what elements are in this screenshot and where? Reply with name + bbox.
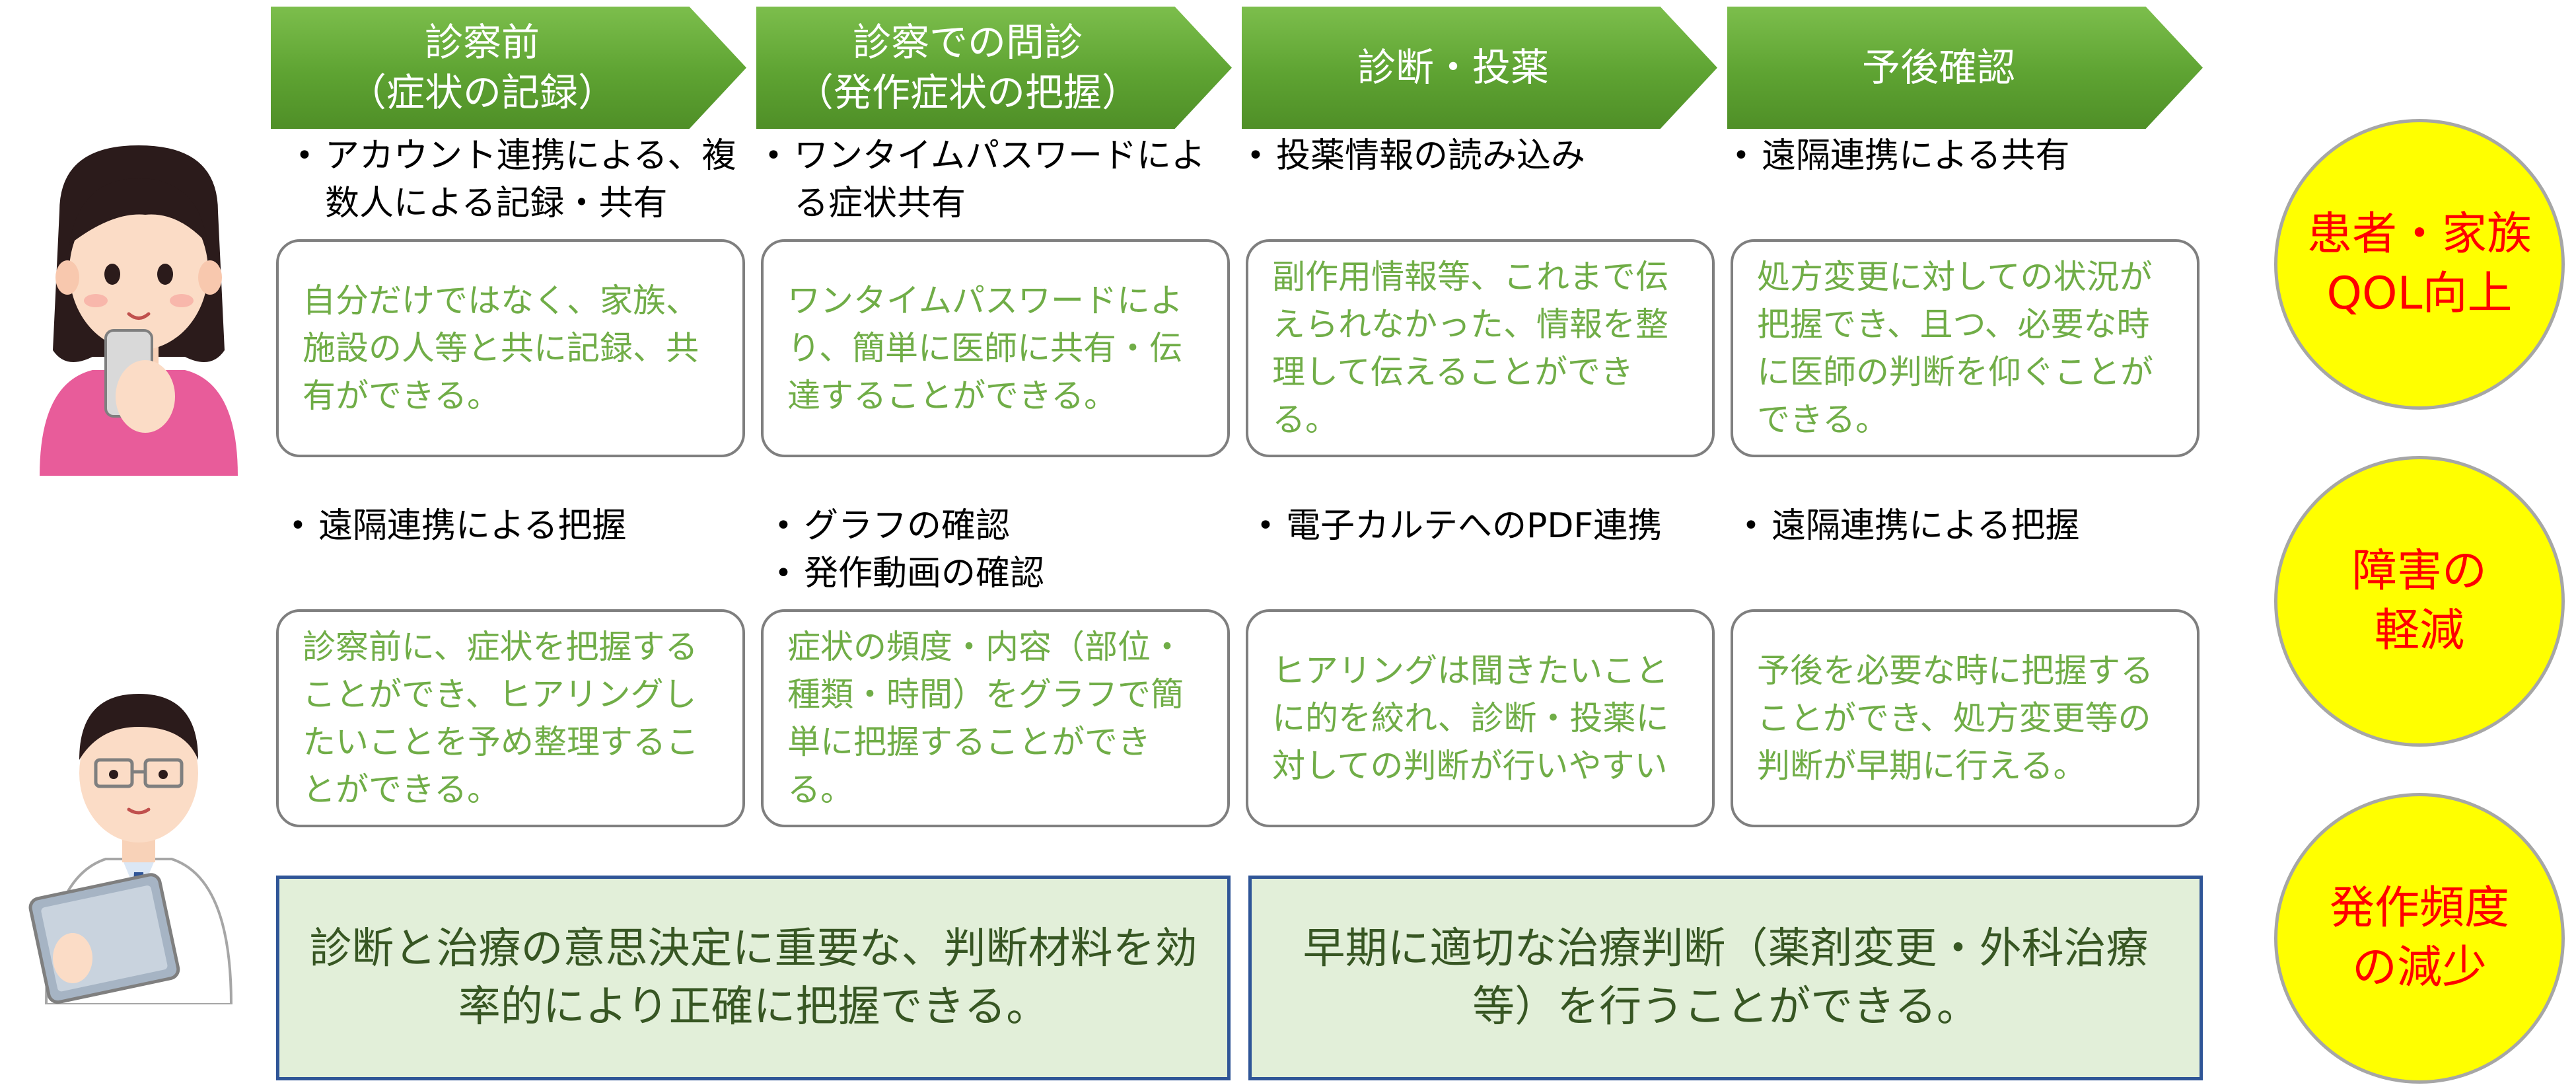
outcome-circle-qol: 患者・家族 QOL向上: [2274, 119, 2565, 410]
patient-bullet-2: ワンタイムパスワードによる症状共有: [760, 132, 1222, 227]
doctor-benefit-box-2: 症状の頻度・内容（部位・種類・時間）をグラフで簡単に把握することができる。: [761, 609, 1230, 827]
outcome-line2: の減少: [2351, 942, 2487, 994]
phase-title: 予後確認: [1861, 44, 2015, 90]
outcome-line1: 発作頻度: [2329, 882, 2509, 934]
phase-title: 診察前: [424, 20, 540, 65]
outcome-line2: 軽減: [2374, 605, 2464, 657]
phase-diagnosis-medication: 診断・投薬: [1242, 7, 1717, 129]
outcome-line2: QOL向上: [2326, 268, 2513, 320]
outcome-line1: 患者・家族: [2307, 208, 2532, 260]
patient-bullet-4: 遠隔連携による共有: [1727, 132, 2203, 180]
doctor-with-tablet-illustration-icon: [28, 694, 233, 1004]
doctor-bullet-3: 電子カルテへのPDF連携: [1252, 502, 1727, 550]
phase-pre-consultation: 診察前 （症状の記録）: [271, 7, 746, 129]
patient-with-smartphone-illustration-icon: [40, 145, 238, 476]
doctor-bullet-4: 遠隔連携による把握: [1737, 502, 2213, 550]
outcome-line1: 障害の: [2351, 545, 2487, 597]
phase-subtitle: （発作症状の把握）: [795, 69, 1140, 115]
phase-title: 診断・投薬: [1357, 44, 1549, 90]
phase-prognosis-check: 予後確認: [1727, 7, 2203, 129]
outcome-circle-disability-reduction: 障害の軽減: [2274, 456, 2565, 747]
patient-bullet-1: アカウント連携による、複数人による記録・共有: [291, 132, 753, 227]
phase-subtitle: （症状の記録）: [347, 69, 616, 115]
outcome-circle-seizure-frequency: 発作頻度の減少: [2274, 793, 2565, 1084]
summary-box-decision-material: 診断と治療の意思決定に重要な、判断材料を効率的により正確に把握できる。: [276, 876, 1231, 1080]
summary-box-early-treatment: 早期に適切な治療判断（薬剤変更・外科治療等）を行うことができる。: [1248, 876, 2203, 1080]
patient-benefit-box-1: 自分だけではなく、家族、施設の人等と共に記録、共有ができる。: [276, 239, 745, 457]
patient-benefit-box-2: ワンタイムパスワードにより、簡単に医師に共有・伝達することができる。: [761, 239, 1230, 457]
patient-bullet-3: 投薬情報の読み込み: [1242, 132, 1717, 180]
doctor-benefit-box-3: ヒアリングは聞きたいことに的を絞れ、診断・投薬に対しての判断が行いやすい: [1246, 609, 1715, 827]
doctor-bullet-1: 遠隔連携による把握: [284, 502, 746, 550]
doctor-bullet-2a: グラフの確認: [769, 502, 1232, 550]
phase-title: 診察での問診: [852, 20, 1083, 65]
doctor-benefit-box-1: 診察前に、症状を把握することができ、ヒアリングしたいことを予め整理することができ…: [276, 609, 745, 827]
doctor-bullet-2b: 発作動画の確認: [769, 550, 1232, 597]
phase-consultation-interview: 診察での問診 （発作症状の把握）: [756, 7, 1232, 129]
doctor-bullet-group-2: グラフの確認 発作動画の確認: [769, 502, 1232, 597]
doctor-benefit-box-4: 予後を必要な時に把握することができ、処方変更等の判断が早期に行える。: [1731, 609, 2200, 827]
patient-benefit-box-4: 処方変更に対しての状況が把握でき、且つ、必要な時に医師の判断を仰ぐことができる。: [1731, 239, 2200, 457]
patient-benefit-box-3: 副作用情報等、これまで伝えられなかった、情報を整理して伝えることができる。: [1246, 239, 1715, 457]
